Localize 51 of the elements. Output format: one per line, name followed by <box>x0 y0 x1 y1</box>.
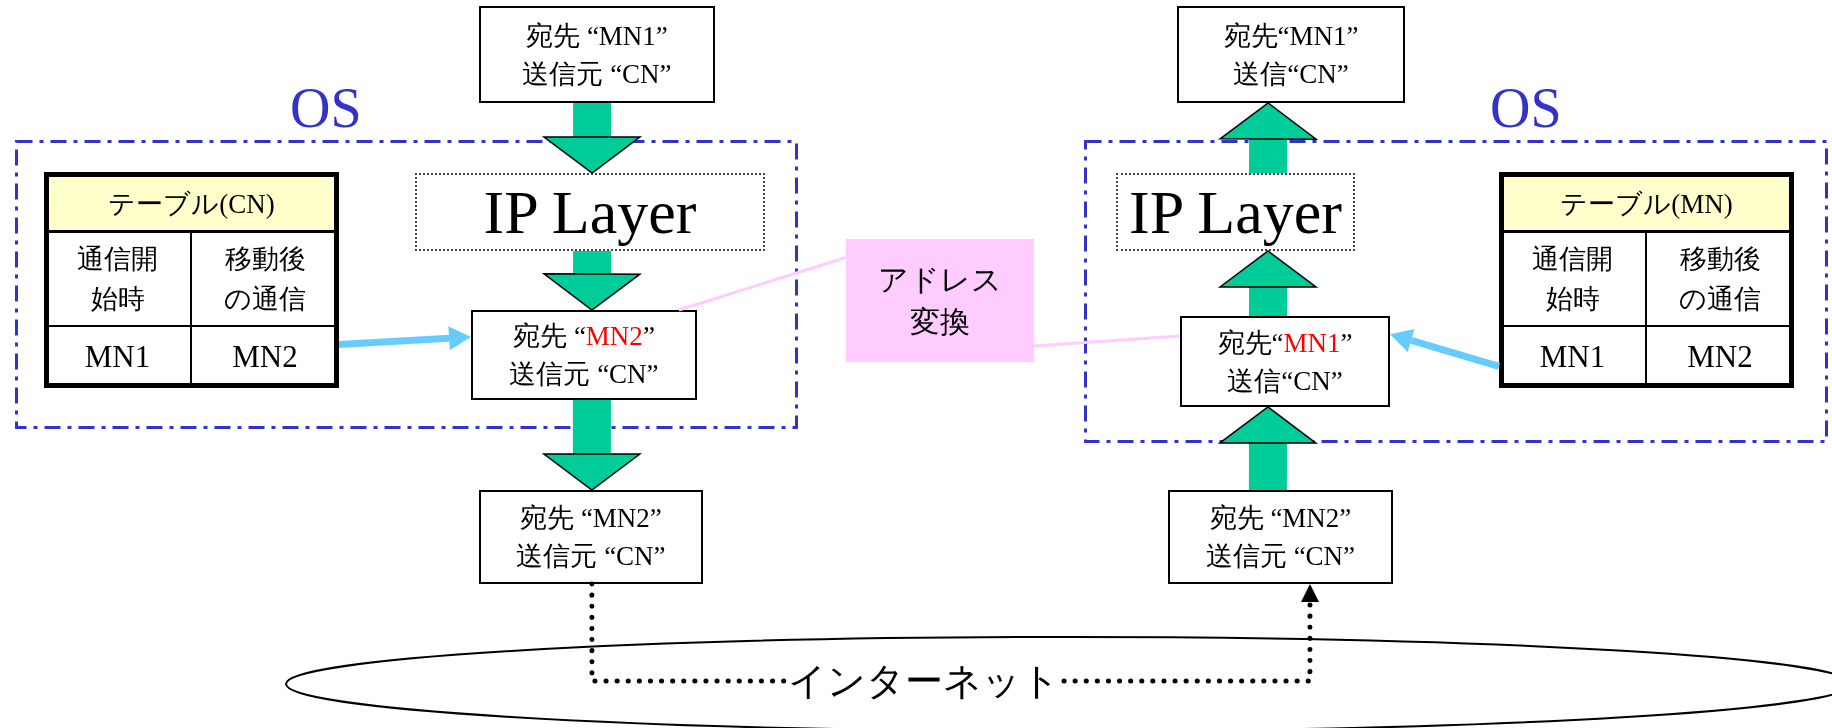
block-arrow <box>543 250 641 311</box>
layer-box <box>1116 173 1355 251</box>
header-field-text: 送信元 “CN” <box>509 358 659 391</box>
packet-box <box>1177 6 1405 103</box>
arrow <box>1390 328 1500 370</box>
header-field-text: 送信元 “CN” <box>516 540 666 573</box>
connector-line <box>678 256 847 312</box>
callout-text: アドレス変換 <box>878 260 1002 341</box>
table-header: テーブル(MN) <box>1504 177 1789 232</box>
network-label: インターネット <box>788 658 1060 705</box>
header-field-text: 宛先 “MN2” <box>513 320 655 353</box>
arrow <box>338 326 471 351</box>
header-field-text: 宛先“MN1” <box>1223 19 1359 53</box>
table-header: テーブル(CN) <box>49 177 334 232</box>
header-field-text: 送信“CN” <box>1233 57 1349 91</box>
block-arrow <box>543 102 641 174</box>
block-arrow <box>1219 250 1317 316</box>
block-arrow <box>543 400 641 491</box>
dotted-line <box>589 581 787 684</box>
address-table <box>1499 172 1794 388</box>
header-field-text: 送信“CN” <box>1227 364 1343 398</box>
cell-text: MN2 <box>232 338 298 376</box>
packet-box <box>1180 316 1390 407</box>
packet-box <box>479 6 715 103</box>
header-field-text: 送信元 “CN” <box>1205 540 1356 573</box>
packet-box <box>479 490 703 584</box>
callout-box <box>846 239 1034 362</box>
container-title: OS <box>290 78 362 138</box>
header-field-text: 宛先 “MN2” <box>520 502 662 535</box>
cell-text: 移動後の通信 <box>1678 243 1762 316</box>
header-field-text: 宛先“MN1” <box>1217 326 1353 360</box>
header-field-text: 宛先 “MN1” <box>526 19 668 53</box>
header-field-text: 宛先 “MN2” <box>1209 502 1352 535</box>
cell-text: 移動後の通信 <box>223 243 307 316</box>
block-arrow <box>1219 102 1317 174</box>
layer-box <box>415 173 765 251</box>
arrow <box>1061 584 1319 684</box>
layer-label: IP Layer <box>1129 177 1342 247</box>
cell-text: MN1 <box>1539 338 1606 376</box>
block-arrow <box>1219 406 1317 490</box>
address-table <box>44 172 339 388</box>
cell-text: MN2 <box>1687 338 1753 376</box>
cell-text: MN1 <box>84 338 151 376</box>
packet-box <box>1168 490 1393 584</box>
cell-text: 通信開始時 <box>1531 243 1614 316</box>
cell-text: 通信開始時 <box>76 243 159 316</box>
layer-label: IP Layer <box>483 177 697 247</box>
connector-line <box>1033 334 1181 348</box>
header-field-text: 送信元 “CN” <box>522 57 672 91</box>
packet-box <box>471 310 697 400</box>
container-title: OS <box>1490 78 1562 138</box>
